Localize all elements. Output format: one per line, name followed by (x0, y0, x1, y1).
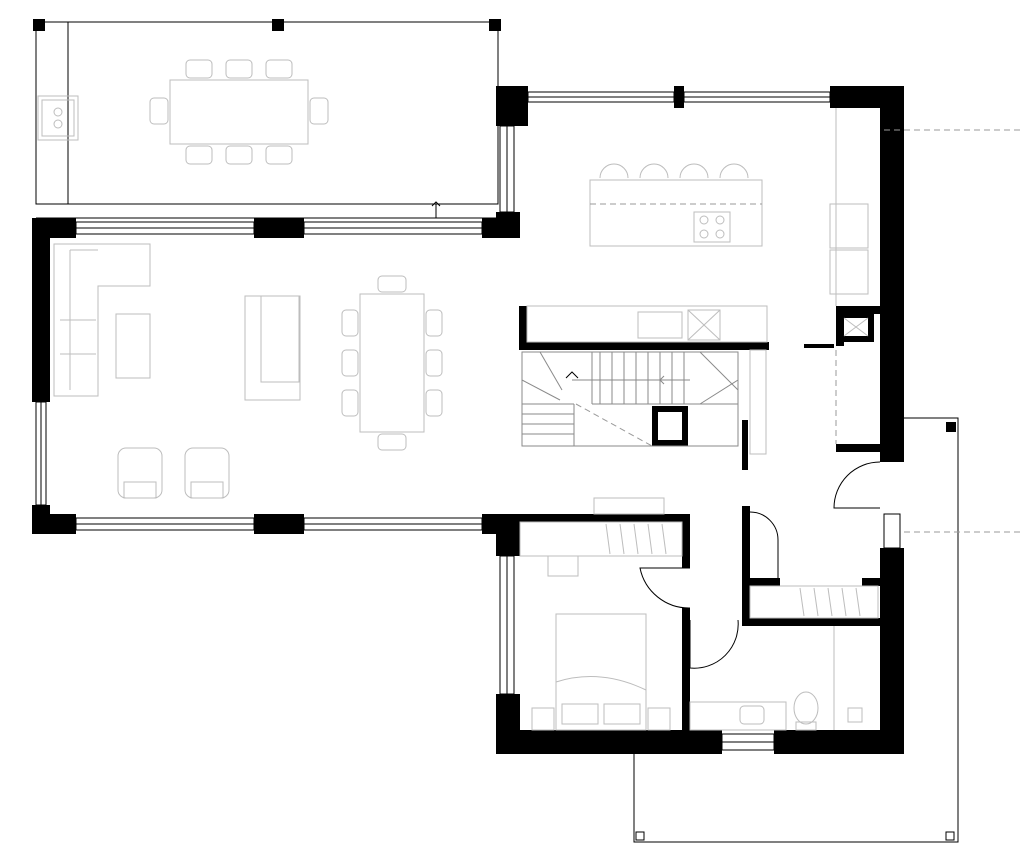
exterior-walls (32, 86, 904, 754)
kitchen-island (589, 163, 763, 247)
bed (531, 613, 671, 731)
armchair (117, 447, 230, 499)
desk (519, 497, 683, 577)
dining-table (341, 275, 443, 451)
grill (37, 95, 79, 141)
sink (526, 305, 768, 343)
terrace-outline (33, 19, 501, 219)
cooktop (693, 211, 731, 243)
staircase (521, 349, 767, 455)
interior-walls (519, 306, 880, 738)
wardrobe (749, 585, 879, 619)
toilet (793, 626, 863, 731)
fridge (829, 108, 869, 306)
entrance-porch (633, 129, 1020, 843)
pantry-box (838, 312, 874, 342)
windows (35, 91, 901, 751)
washbasin (689, 701, 787, 731)
tv-unit (244, 295, 301, 401)
outdoor-dining-table (149, 59, 329, 165)
doors (639, 344, 881, 669)
sofa (53, 243, 151, 397)
coffee-table (115, 313, 151, 379)
